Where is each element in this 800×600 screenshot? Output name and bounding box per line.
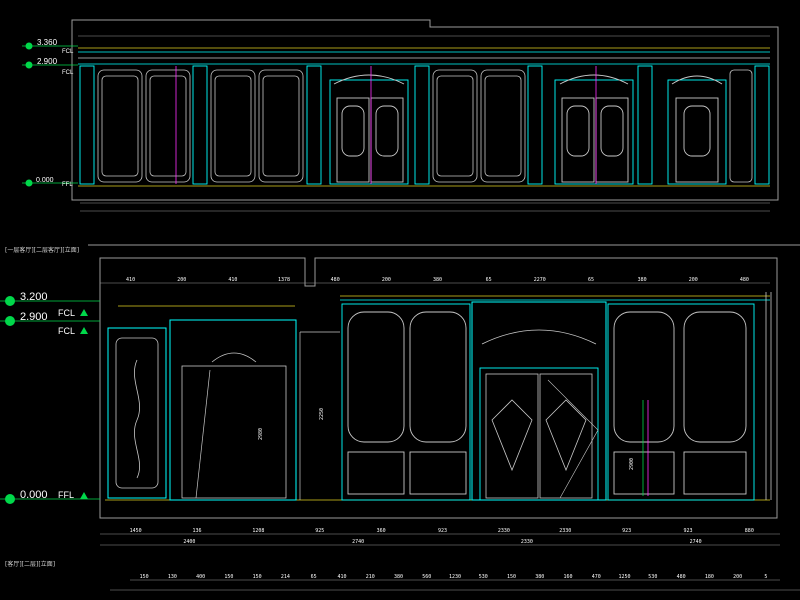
elevation-1-accent-marks	[175, 66, 597, 184]
dimension-label: 925	[315, 528, 324, 534]
level-tag: FFL	[58, 490, 74, 500]
dimension-label: 150	[507, 574, 516, 580]
height-dimension-label: 2250	[319, 408, 325, 420]
dimension-label: 380	[394, 574, 403, 580]
dimension-label: 923	[438, 528, 447, 534]
dimension-label: 200	[733, 574, 742, 580]
dimension-label: 2330	[559, 528, 571, 534]
dimension-label: 410	[126, 277, 135, 283]
dimension-label: 136	[193, 528, 202, 534]
dimension-label: 65	[588, 277, 594, 283]
door-2	[554, 74, 634, 185]
elevation-1-cornice	[78, 47, 770, 187]
dimension-label: 2740	[690, 539, 702, 545]
dimension-label: 150	[140, 574, 149, 580]
dimension-label: 530	[479, 574, 488, 580]
dimension-label: 400	[196, 574, 205, 580]
dimension-labels-top: 410 200 410 1378 480 200 380 65 2270 65 380 200 480	[126, 277, 749, 283]
dimension-label: 210	[366, 574, 375, 580]
level-value-2900: 2.900	[20, 311, 48, 323]
door-3	[667, 75, 727, 185]
dimension-label: 200	[689, 277, 698, 283]
left-tall-panel	[107, 327, 167, 499]
door-1	[329, 74, 409, 185]
dimension-labels-bottom-1: 1450 136 1208 925 360 923 2330 2330 923 923 880	[130, 528, 754, 534]
dimension-labels-height: 2980 2250 2900	[258, 408, 635, 470]
dimension-label: 1230	[449, 574, 461, 580]
dimension-label: 480	[331, 277, 340, 283]
level-value-2900: 2.900	[37, 57, 58, 66]
dimension-label: 200	[382, 277, 391, 283]
elevation-1-pilasters	[79, 65, 770, 185]
dimension-label: 923	[622, 528, 631, 534]
dimension-label: 2330	[521, 539, 533, 545]
level-marker-0000: 0.000 FFL	[22, 177, 78, 188]
level-marker-3360: 3.360 FCL	[22, 38, 78, 55]
dimension-label: 480	[740, 277, 749, 283]
level-marker-2900: 2.900 FCL	[0, 311, 100, 336]
central-double-door	[471, 301, 607, 501]
elevation-1-dimension-lines	[78, 35, 770, 212]
elevation-1: 3.360 FCL 2.900 FCL 0.000 FFL	[22, 19, 779, 212]
dimension-label: 410	[228, 277, 237, 283]
dimension-label: 380	[638, 277, 647, 283]
height-dimension-label: 2900	[629, 458, 635, 470]
dimension-label: 380	[433, 277, 442, 283]
elevation-2-wall-panels	[341, 303, 755, 501]
elevation-2-dimension-lines	[100, 282, 800, 591]
dimension-label: 410	[337, 574, 346, 580]
dimension-label: 923	[683, 528, 692, 534]
dimension-label: 360	[377, 528, 386, 534]
dimension-label: 180	[705, 574, 714, 580]
level-tag: FCL	[62, 70, 74, 76]
dimension-labels-next: 150 130 400 150 150 214 65 410 210 380 560 1230 530 1…	[140, 574, 768, 580]
dimension-label: 65	[486, 277, 492, 283]
dimension-label: 470	[592, 574, 601, 580]
dimension-label: 530	[648, 574, 657, 580]
dimension-label: 200	[177, 277, 186, 283]
dimension-label: 65	[311, 574, 317, 580]
arched-opening	[169, 319, 340, 501]
level-tag: FFL	[62, 182, 73, 188]
dimension-label: 214	[281, 574, 290, 580]
dimension-label: 380	[535, 574, 544, 580]
level-marker-0000: 0.000 FFL	[0, 489, 100, 504]
dimension-label: 480	[677, 574, 686, 580]
level-tag: FCL	[58, 308, 75, 318]
dimension-label: 1208	[252, 528, 264, 534]
dimension-label: 2270	[534, 277, 546, 283]
level-value-0000: 0.000	[36, 177, 54, 184]
level-tag: FCL	[62, 49, 74, 55]
dimension-label: 130	[168, 574, 177, 580]
level-value-0000: 0.000	[20, 489, 48, 501]
level-tag: FCL	[58, 326, 75, 336]
dimension-label: 2740	[352, 539, 364, 545]
height-dimension-label: 2980	[258, 428, 264, 440]
dimension-label: 160	[564, 574, 573, 580]
level-value-3360: 3.360	[37, 38, 58, 47]
next-drawing-caption: [客厅][二层][立面]	[5, 560, 55, 568]
dimension-label: 150	[253, 574, 262, 580]
drawing-caption: [一层客厅][二层客厅][立面]	[5, 246, 79, 254]
elevation-2-cornice	[105, 295, 770, 501]
dimension-label: 560	[422, 574, 431, 580]
dimension-labels-bottom-2: 2400 2740 2330 2740	[183, 539, 701, 545]
elevation-1-frame	[71, 19, 779, 201]
level-marker-2900: 2.900 FCL	[22, 57, 78, 76]
elevation-2-frame	[88, 244, 800, 519]
level-marker-3200: 3.200 FCL	[0, 291, 100, 318]
dimension-label: 150	[224, 574, 233, 580]
dimension-label: 5	[764, 574, 767, 580]
elevation-1-wall-panels	[97, 69, 753, 183]
dimension-label: 2330	[498, 528, 510, 534]
dimension-label: 1378	[278, 277, 290, 283]
elevation-2: [一层客厅][二层客厅][立面] 3.200 FCL 2.900 FCL 0.0…	[0, 244, 800, 591]
dimension-label: 1450	[130, 528, 142, 534]
level-value-3200: 3.200	[20, 291, 48, 303]
elevation-2-accent-marks	[642, 292, 772, 500]
dimension-label: 880	[745, 528, 754, 534]
dimension-label: 2400	[183, 539, 195, 545]
dimension-label: 1250	[619, 574, 631, 580]
